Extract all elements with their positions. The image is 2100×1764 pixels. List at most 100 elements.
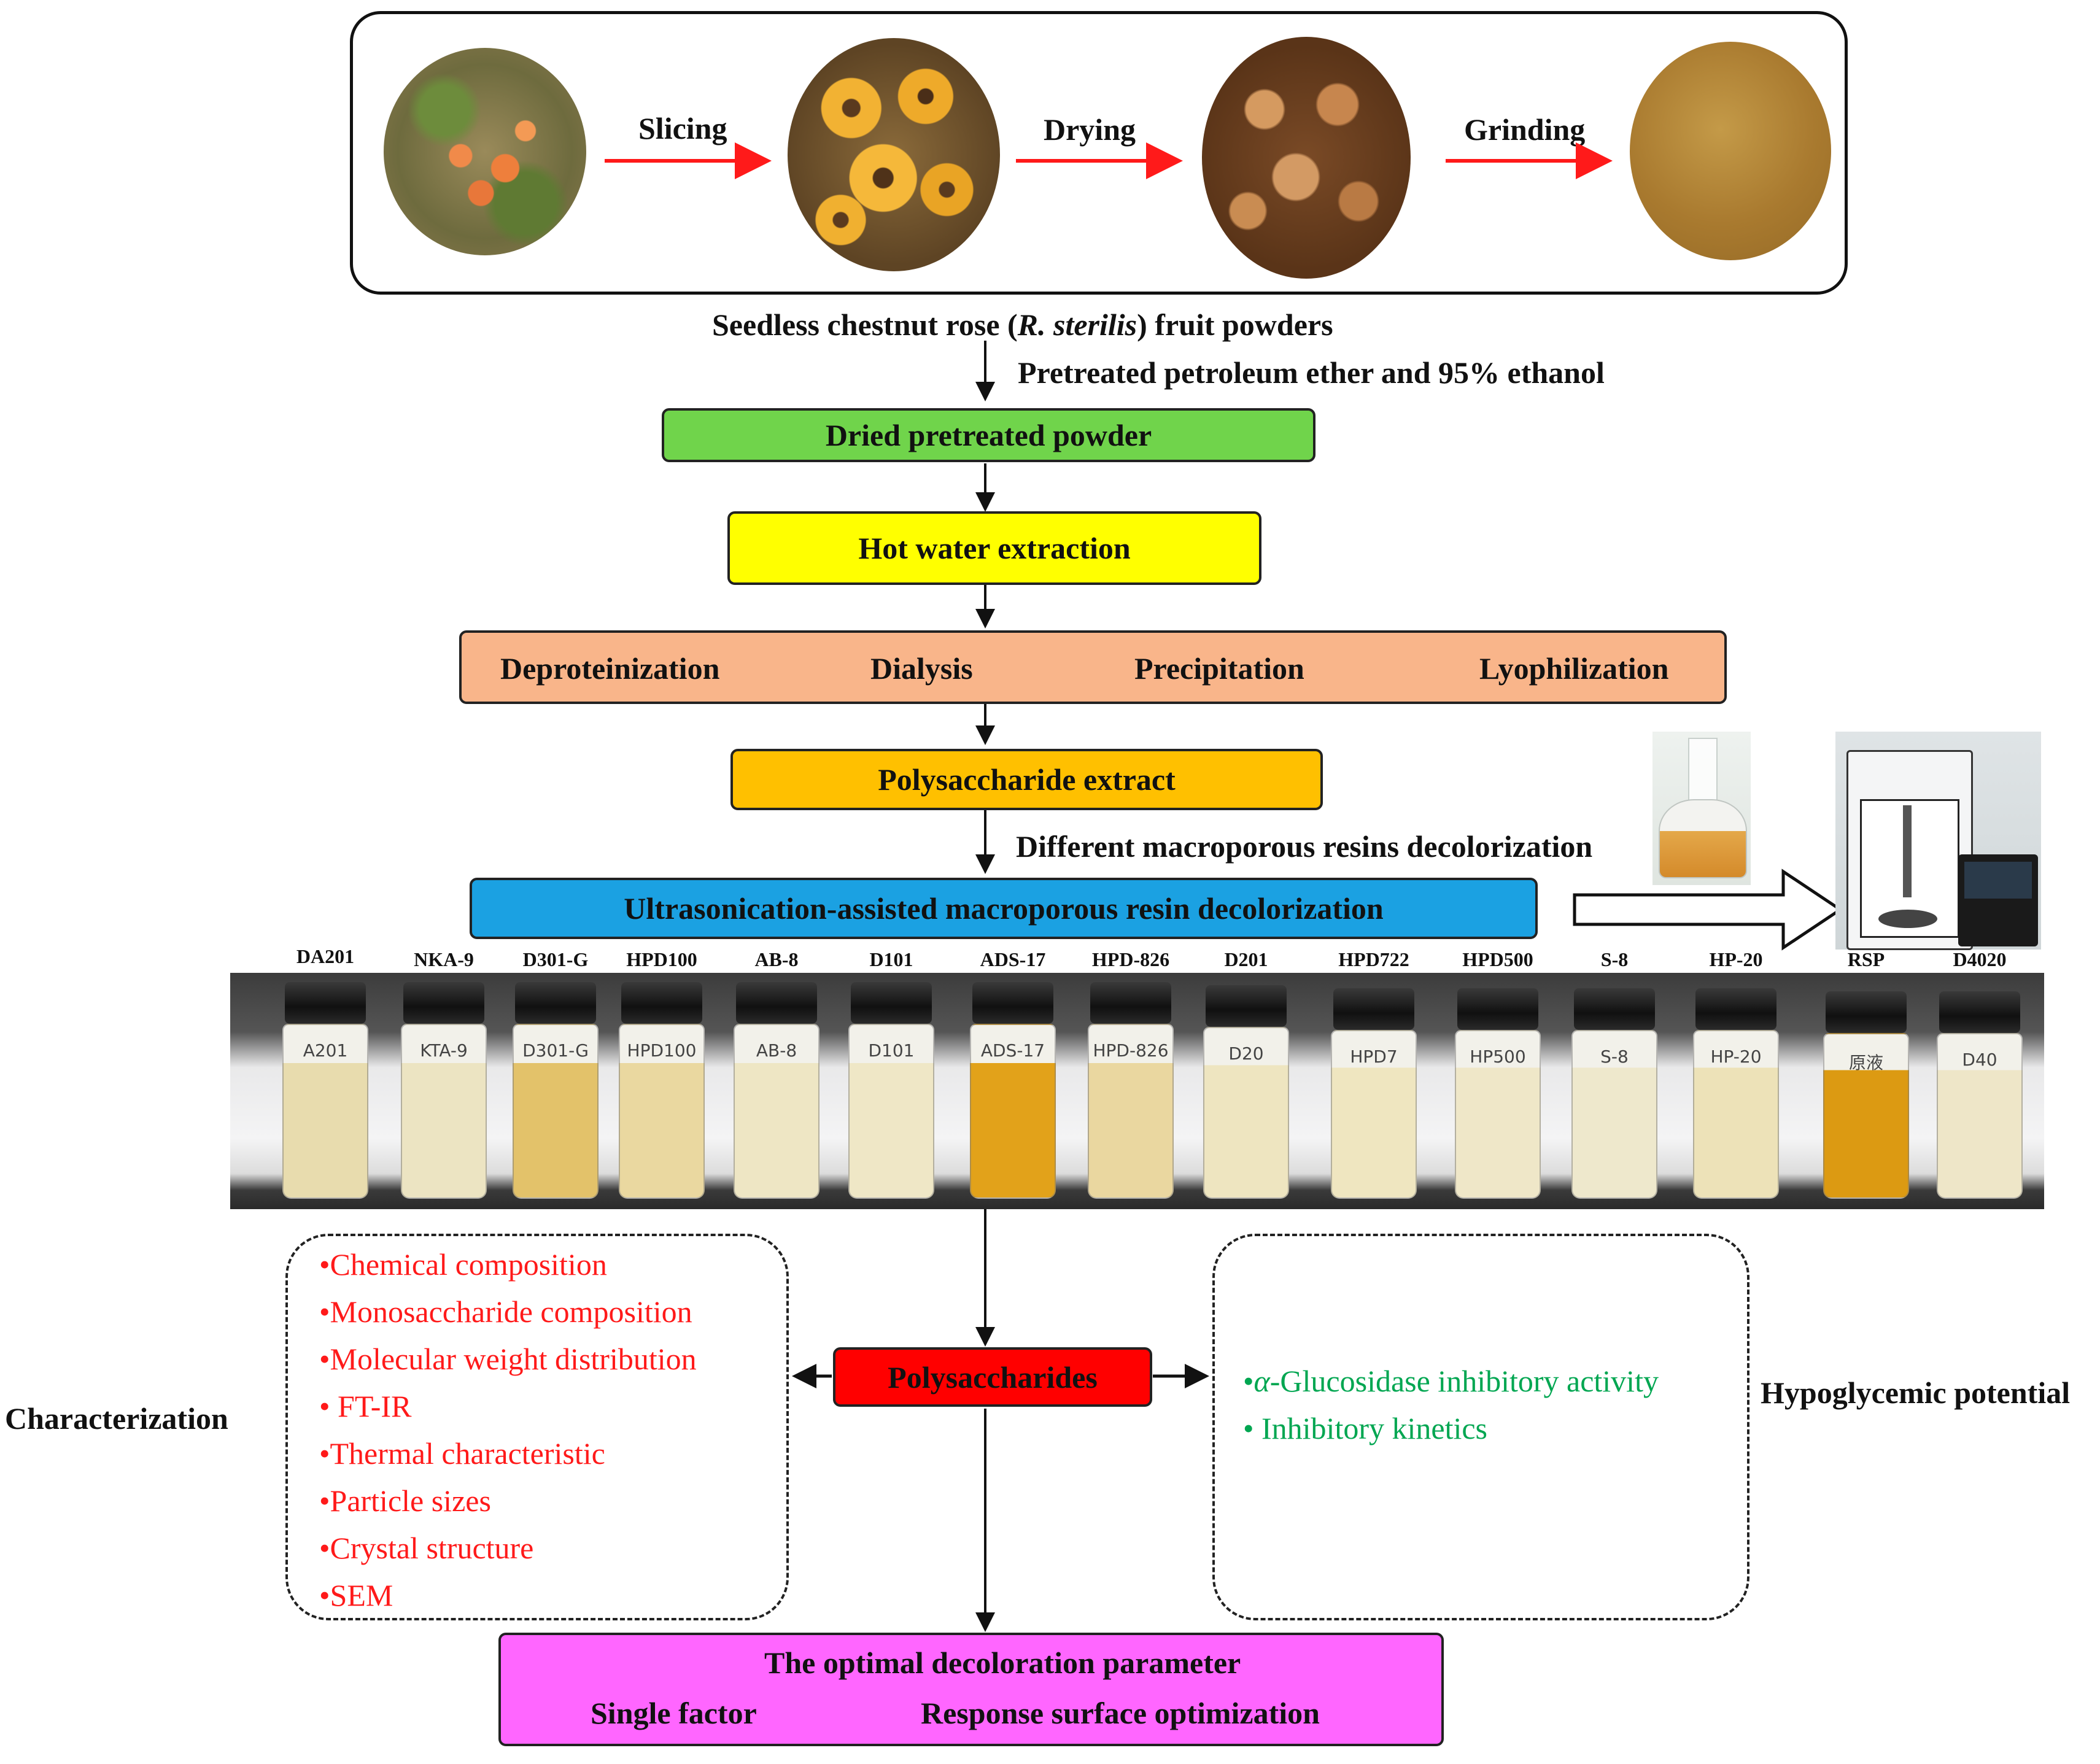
hypoglycemic-item-activity: •α-Glucosidase inhibitory activity: [1243, 1364, 1659, 1398]
substep-precipitation: Precipitation: [1134, 651, 1304, 686]
optimal-right: Response surface optimization: [921, 1696, 1320, 1730]
vial: [1203, 1027, 1289, 1199]
dried-fruit-photo: [1202, 37, 1411, 279]
vial-label: D40: [1962, 1050, 1997, 1070]
characterization-list: •Chemical composition •Monosaccharide co…: [319, 1241, 697, 1619]
hypoglycemic-item-kinetics: • Inhibitory kinetics: [1243, 1411, 1487, 1445]
vial-label: HPD100: [627, 1040, 697, 1061]
vial-label: KTA-9: [420, 1040, 468, 1061]
vial: [848, 1024, 934, 1199]
characterization-item: •Thermal characteristic: [319, 1436, 605, 1471]
vial-cap: [515, 982, 596, 1024]
vial-label: S-8: [1600, 1046, 1629, 1067]
vial-label: HP500: [1470, 1046, 1526, 1067]
vial-label: D301-G: [522, 1040, 589, 1061]
characterization-item: •Molecular weight distribution: [319, 1342, 697, 1376]
hollow-arrow: [1573, 868, 1843, 951]
substep-deproteinization: Deproteinization: [500, 651, 720, 686]
resin-label-6: ADS-17: [980, 948, 1046, 970]
resin-label-8: D201: [1224, 948, 1268, 970]
vial: [1088, 1024, 1174, 1199]
vial-label: A201: [303, 1040, 348, 1061]
characterization-item: • FT-IR: [319, 1389, 412, 1423]
resin-label-3: HPD100: [626, 948, 697, 970]
vial-cap: [1206, 985, 1287, 1027]
vial-label: HP-20: [1710, 1046, 1762, 1067]
substep-lyophilization: Lyophilization: [1479, 651, 1669, 686]
vial-cap: [1574, 988, 1655, 1030]
characterization-item: •Monosaccharide composition: [319, 1294, 692, 1329]
polysaccharides-box: Polysaccharides: [833, 1347, 1152, 1407]
step-label-drying: Drying: [1044, 112, 1136, 147]
vial-cap: [972, 982, 1053, 1024]
pretreat-note: Pretreated petroleum ether and 95% ethan…: [1018, 355, 1605, 390]
resin-label-11: S-8: [1600, 948, 1629, 970]
hypoglycemic-list: •α-Glucosidase inhibitory activity • Inh…: [1243, 1358, 1659, 1452]
vial-label: D20: [1228, 1043, 1264, 1064]
vial-label: 原液: [1848, 1053, 1884, 1073]
vial: [1571, 1030, 1657, 1199]
fruit-powder-caption: Seedless chestnut rose (R. sterilis) fru…: [712, 308, 1333, 342]
vial-cap: [1695, 988, 1776, 1030]
vial-label: D101: [868, 1040, 915, 1061]
vial: [1937, 1033, 2023, 1199]
resin-label-1: NKA-9: [414, 948, 474, 970]
step-label-slicing: Slicing: [638, 111, 727, 145]
sliced-fruit-photo: [788, 38, 1000, 271]
flask-photo: [1652, 732, 1751, 885]
vial: [970, 1024, 1056, 1199]
characterization-item: •Crystal structure: [319, 1531, 534, 1565]
vial: [734, 1024, 819, 1199]
resin-label-4: AB-8: [754, 948, 799, 970]
vial: [282, 1024, 368, 1199]
ultrasonication-box: Ultrasonication-assisted macroporous res…: [470, 878, 1538, 939]
optimal-title: The optimal decoloration parameter: [764, 1646, 1241, 1680]
extract-box: Polysaccharide extract: [730, 749, 1323, 810]
resin-label-10: HPD500: [1462, 948, 1533, 970]
vial-cap: [736, 982, 817, 1024]
substep-dialysis: Dialysis: [870, 651, 973, 686]
vial: [1823, 1033, 1909, 1199]
resin-label-0: DA201: [296, 945, 355, 967]
vial-cap: [403, 982, 484, 1024]
resin-label-5: D101: [869, 948, 913, 970]
vial: [1693, 1030, 1779, 1199]
resin-note: Different macroporous resins decolorizat…: [1016, 829, 1593, 864]
fruit-powder-photo: [1630, 42, 1831, 260]
hot-water-box: Hot water extraction: [727, 511, 1261, 585]
vial-cap: [1826, 991, 1907, 1033]
characterization-item: •Particle sizes: [319, 1484, 491, 1518]
resin-label-13: RSP: [1847, 948, 1885, 970]
vial-label: ADS-17: [980, 1040, 1045, 1061]
vial-cap: [1090, 982, 1171, 1024]
optimal-box: [498, 1633, 1444, 1746]
resin-label-9: HPD722: [1338, 948, 1409, 970]
vial-label: AB-8: [756, 1040, 797, 1061]
optimal-left: Single factor: [591, 1696, 757, 1730]
vial-label: HPD-826: [1093, 1040, 1169, 1061]
ultrasonic-device-photo: [1835, 732, 2041, 950]
vial-cap: [1457, 988, 1538, 1030]
top-process-panel: [350, 11, 1848, 295]
characterization-item: •Chemical composition: [319, 1247, 607, 1282]
characterization-panel: [285, 1234, 789, 1620]
vial: [1331, 1030, 1417, 1199]
resin-label-7: HPD-826: [1091, 948, 1170, 970]
hypoglycemic-title: Hypoglycemic potential: [1761, 1375, 2071, 1410]
vials-photo: A201 KTA-9 D301-G HPD100 AB-8 D101 ADS-17 HPD-8…: [230, 973, 2044, 1209]
vial: [513, 1024, 599, 1199]
step-label-grinding: Grinding: [1464, 112, 1586, 147]
vial: [401, 1024, 487, 1199]
hypoglycemic-panel: [1212, 1234, 1749, 1620]
resin-label-2: D301-G: [522, 948, 589, 970]
characterization-item: •SEM: [319, 1578, 393, 1612]
vial-cap: [1333, 988, 1414, 1030]
vial: [1455, 1030, 1541, 1199]
dried-powder-box: Dried pretreated powder: [662, 408, 1315, 462]
vial: [619, 1024, 705, 1199]
rose-plant-photo: [384, 48, 586, 255]
vial-label: HPD7: [1350, 1046, 1398, 1067]
vial-cap: [1939, 991, 2020, 1033]
resin-label-14: D4020: [1953, 948, 2007, 970]
vial-cap: [851, 982, 932, 1024]
